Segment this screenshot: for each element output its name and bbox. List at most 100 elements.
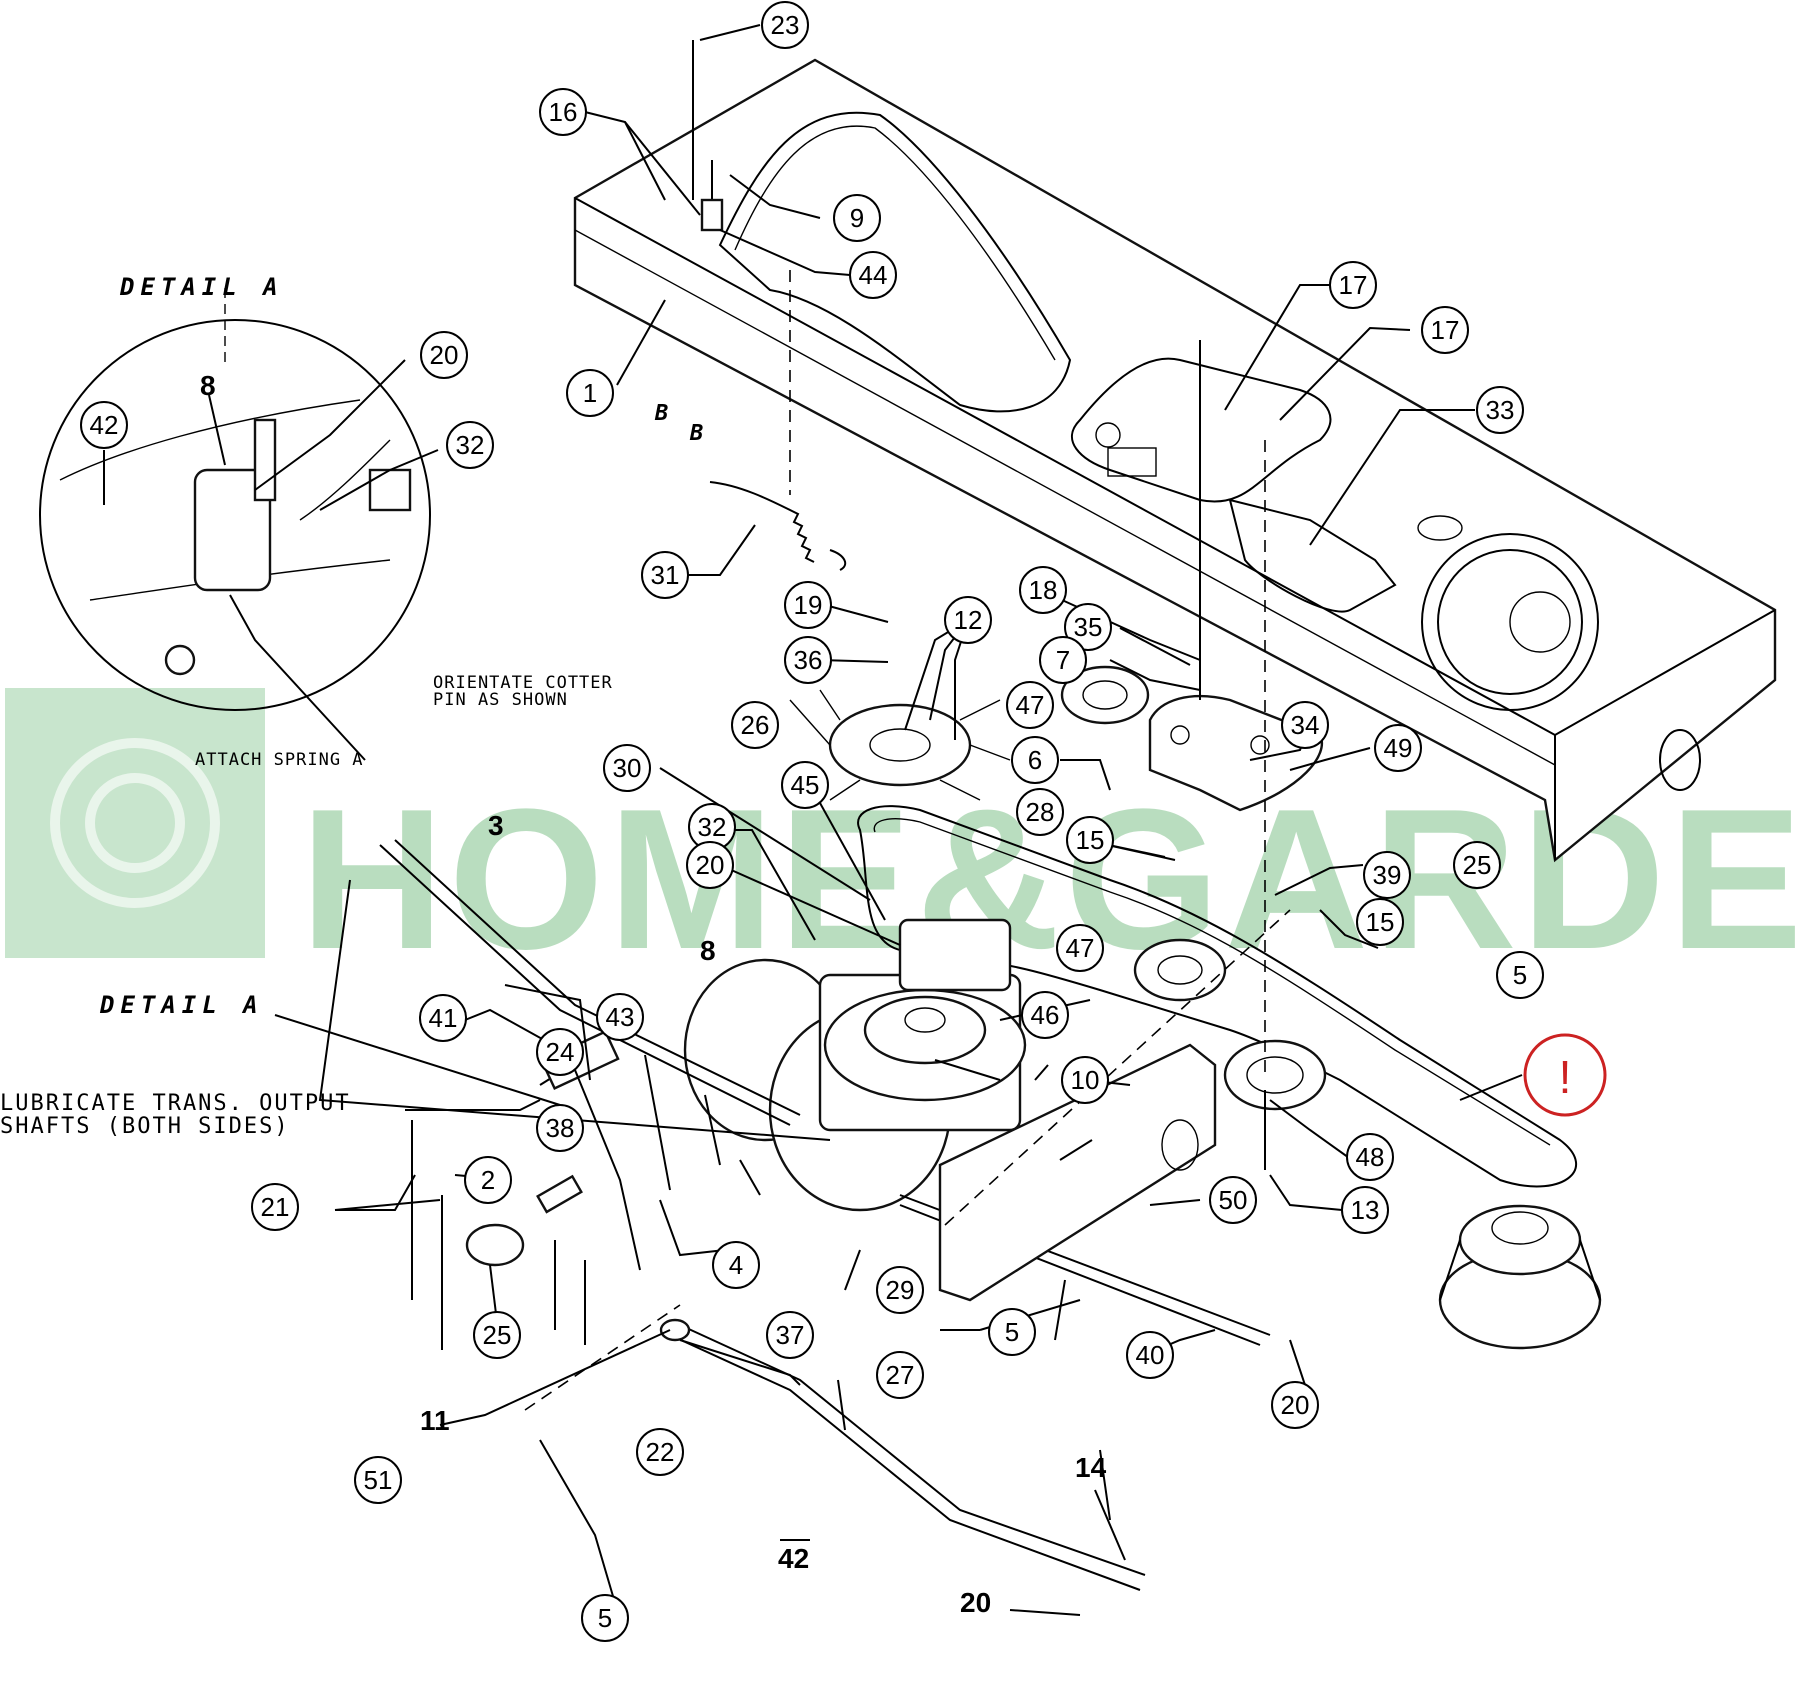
balloon-label: 25 [1463, 850, 1492, 880]
balloon-circle [1006, 681, 1054, 729]
balloon-circle [464, 1156, 512, 1204]
balloon-circle [876, 1351, 924, 1399]
balloon-label: 43 [606, 1002, 635, 1032]
lubricate-note-line2: SHAFTS (BOTH SIDES) [0, 1114, 290, 1139]
balloon-circle [536, 1028, 584, 1076]
balloon-label: 1 [583, 378, 597, 408]
fan-26 [789, 689, 1011, 801]
balloon-49: 49 [1374, 724, 1422, 772]
balloon-circle [641, 551, 689, 599]
warning-icon: ! [1559, 1051, 1572, 1103]
balloon-circle [1066, 816, 1114, 864]
balloon-label: 5 [598, 1603, 612, 1633]
balloon-circle [1356, 898, 1404, 946]
balloon-label: 5 [1513, 960, 1527, 990]
balloon-18: 18 [1019, 566, 1067, 614]
balloon-circle [1064, 603, 1112, 651]
balloon-circle [1021, 991, 1069, 1039]
balloon-circle [1011, 736, 1059, 784]
balloon-circle [354, 1456, 402, 1504]
balloon-12: 12 [944, 596, 992, 644]
balloon-label: 38 [546, 1113, 575, 1143]
balloon-40: 40 [1126, 1331, 1174, 1379]
balloon-circle [1061, 1056, 1109, 1104]
balloon-circle [1019, 566, 1067, 614]
balloon-16: 16 [539, 88, 587, 136]
balloon-circle [536, 1104, 584, 1152]
balloon-21: 21 [251, 1183, 299, 1231]
balloon-label: 20 [430, 340, 459, 370]
balloon-circle [1363, 851, 1411, 899]
balloon-label: 5 [1005, 1317, 1019, 1347]
balloon-22: 22 [636, 1428, 684, 1476]
spring-31 [709, 481, 847, 571]
balloon-25: 25 [1453, 841, 1501, 889]
balloon-label: 50 [1219, 1185, 1248, 1215]
orientate-note-line1: ORIENTATE COTTER [433, 673, 613, 693]
balloon-label: 44 [859, 260, 888, 290]
balloon-circle [1126, 1331, 1174, 1379]
balloon-15: 15 [1356, 898, 1404, 946]
notes: DETAIL A DETAIL A ATTACH SPRING A ORIENT… [0, 273, 703, 1139]
section-b-label-1: B [654, 401, 669, 426]
balloon-label: 41 [429, 1003, 458, 1033]
balloon-label: 33 [1486, 395, 1515, 425]
balloon-30: 30 [603, 744, 651, 792]
hardware [411, 40, 1291, 1411]
balloon-label: 25 [483, 1320, 512, 1350]
balloon-label: 15 [1076, 825, 1105, 855]
balloon-20: 20 [1271, 1381, 1319, 1429]
balloon-label: 32 [456, 430, 485, 460]
plain-label-42: 42 [778, 1543, 809, 1574]
balloon-50: 50 [1209, 1176, 1257, 1224]
balloon-label: 32 [698, 812, 727, 842]
lubricate-note-line1: LUBRICATE TRANS. OUTPUT [0, 1091, 351, 1116]
balloon-circle [833, 194, 881, 242]
balloon-label: 30 [613, 753, 642, 783]
balloon-label: 46 [1031, 1000, 1060, 1030]
balloon-circle [1476, 386, 1524, 434]
balloon-circle [731, 701, 779, 749]
balloon-circle [1496, 951, 1544, 999]
balloon-circle [944, 596, 992, 644]
balloon-circle [784, 581, 832, 629]
balloon-25: 25 [473, 1311, 521, 1359]
balloon-label: 13 [1351, 1195, 1380, 1225]
balloon-circle [603, 744, 651, 792]
balloon-label: 48 [1356, 1142, 1385, 1172]
balloon-circle [581, 1594, 629, 1642]
balloon-label: 49 [1384, 733, 1413, 763]
balloon-label: 23 [771, 10, 800, 40]
balloon-47: 47 [1006, 681, 1054, 729]
plain-label-20: 20 [960, 1587, 991, 1618]
detail-balloon-20: 20 [420, 331, 468, 379]
balloon-circle [781, 761, 829, 809]
balloon-label: 37 [776, 1320, 805, 1350]
balloon-circle [596, 993, 644, 1041]
balloon-39: 39 [1363, 851, 1411, 899]
balloon-circle [784, 636, 832, 684]
pulley-48 [1223, 1039, 1327, 1111]
balloon-label: 6 [1028, 745, 1042, 775]
part-balloons: 2316944117173331193612183572647634493045… [251, 1, 1544, 1642]
balloon-label: 31 [651, 560, 680, 590]
balloon-label: 47 [1066, 933, 1095, 963]
balloon-label: 16 [549, 97, 578, 127]
balloon-2: 2 [464, 1156, 512, 1204]
balloon-4: 4 [712, 1241, 760, 1289]
balloon-label: 2 [481, 1165, 495, 1195]
balloon-label: 45 [791, 770, 820, 800]
balloon-9: 9 [833, 194, 881, 242]
balloon-34: 34 [1281, 701, 1329, 749]
balloon-10: 10 [1061, 1056, 1109, 1104]
balloon-circle [566, 369, 614, 417]
pulley-47-upper [1060, 665, 1150, 725]
balloon-circle [1016, 788, 1064, 836]
balloon-circle [539, 88, 587, 136]
plain-label-14: 14 [1075, 1452, 1107, 1483]
balloon-label: 51 [364, 1465, 393, 1495]
balloon-label: 29 [886, 1275, 915, 1305]
plain-label-8: 8 [700, 935, 716, 966]
